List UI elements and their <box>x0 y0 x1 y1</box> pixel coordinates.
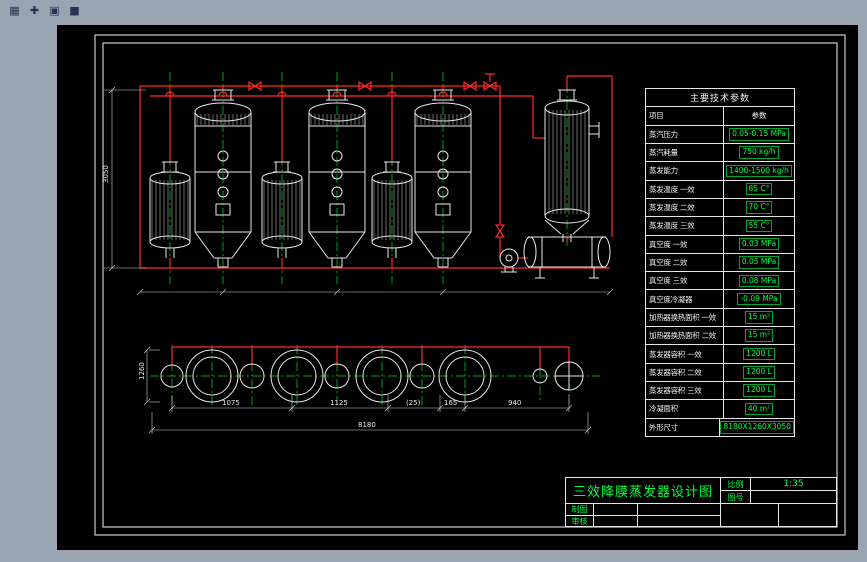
parameter-name: 加热器换热面积 一效 <box>646 308 724 327</box>
parameter-value: 85 C° <box>724 181 794 198</box>
parameter-name: 蒸发能力 <box>646 162 724 180</box>
parameter-name: 蒸发温度 二效 <box>646 198 724 217</box>
checker-date-cell <box>638 516 720 527</box>
receiver-tank <box>523 236 611 279</box>
title-block-empty-cell <box>778 504 836 527</box>
parameter-value: 1200 L <box>724 382 794 399</box>
parameter-value: 0.03 MPa <box>724 236 794 253</box>
table-header-row: 项目 参数 <box>646 106 794 125</box>
parameter-value: 40 m² <box>724 400 794 417</box>
valve-icon <box>495 224 505 238</box>
parameter-name: 外形尺寸 <box>646 418 721 436</box>
drawing-title: 三效降膜蒸发器设计图 <box>566 478 721 503</box>
parameter-name: 蒸汽压力 <box>646 125 724 143</box>
parameter-value: 55 C° <box>724 217 794 234</box>
parameter-name: 加热器换热面积 二效 <box>646 327 724 345</box>
dimension-label: 8180 <box>358 421 376 429</box>
dimension-label: 165 <box>444 399 457 407</box>
scale-label: 比例 <box>721 478 751 490</box>
dimension-label: 940 <box>508 399 521 407</box>
parameter-value: 0.05-0.15 MPa <box>724 126 794 143</box>
drafter-date-cell <box>638 504 720 515</box>
crosshair-icon[interactable]: ✚ <box>29 4 40 17</box>
title-block: 三效降膜蒸发器设计图 比例 1:35 图号 制图 审核 <box>565 477 837 527</box>
drawing-no-value <box>751 491 836 503</box>
parameter-value: 0.08 MPa <box>724 272 794 289</box>
parameter-value: 1400-1500 kg/h <box>724 162 794 179</box>
parameter-name: 蒸发器容积 二效 <box>646 363 724 381</box>
panel-icon[interactable]: ▣ <box>49 4 60 17</box>
parameter-name: 蒸发温度 三效 <box>646 217 724 235</box>
dimension-label: 3050 <box>102 165 110 183</box>
drawing-frame <box>94 34 846 536</box>
evaporator-2 <box>308 89 366 268</box>
parameter-value: 70 C° <box>724 199 794 216</box>
parameter-name: 蒸发温度 一效 <box>646 180 724 198</box>
column-header-value: 参数 <box>751 111 767 121</box>
parameter-name: 真空度 三效 <box>646 272 724 290</box>
parameter-value: 750 kg/h <box>724 144 794 161</box>
toolbar: ▦ ✚ ▣ ■ <box>7 3 82 18</box>
checker-value <box>594 516 638 527</box>
drafter-value <box>594 504 638 515</box>
dimension-lines <box>104 86 614 434</box>
parameter-value: 15 m² <box>724 327 794 344</box>
title-block-empty-cell <box>721 504 778 527</box>
parameter-name: 蒸发器容积 一效 <box>646 345 724 363</box>
column-header-item: 项目 <box>646 107 724 125</box>
parameter-name: 真空度冷凝器 <box>646 290 724 308</box>
parameter-name: 蒸发器容积 三效 <box>646 382 724 400</box>
scale-value: 1:35 <box>783 479 804 489</box>
table-row: 真空度冷凝器-0.09 MPa <box>646 289 794 308</box>
drafter-label: 制图 <box>566 504 594 515</box>
parameter-name: 真空度 二效 <box>646 253 724 272</box>
dimension-label: 1075 <box>222 399 240 407</box>
parameter-value: 0.05 MPa <box>724 254 794 271</box>
block-icon[interactable]: ■ <box>69 4 80 17</box>
parameter-name: 蒸汽耗量 <box>646 143 724 162</box>
process-piping <box>139 73 613 369</box>
parameter-value: 8180X1260X3050 <box>720 419 794 436</box>
parameter-value: 15 m² <box>724 309 794 326</box>
vacuum-pump <box>499 248 519 273</box>
condenser <box>544 89 600 242</box>
table-title-row: 主要技术参数 <box>646 89 794 106</box>
dimension-label: 1125 <box>330 399 348 407</box>
parameter-value: 1200 L <box>724 345 794 362</box>
checker-label: 审核 <box>566 516 594 527</box>
app-window-icon[interactable]: ▦ <box>9 4 20 17</box>
parameter-value: -0.09 MPa <box>724 290 794 307</box>
plan-view <box>160 349 584 403</box>
parameter-name: 冷凝面积 <box>646 400 724 418</box>
evaporator-3 <box>414 89 472 268</box>
parameter-name: 真空度 一效 <box>646 235 724 253</box>
drawing-no-label: 图号 <box>721 491 751 503</box>
dimension-label: 1260 <box>138 362 146 380</box>
dimension-label: (25) <box>406 399 421 407</box>
valve-icon <box>483 73 497 91</box>
table-title: 主要技术参数 <box>689 94 750 105</box>
evaporator-1 <box>194 89 252 268</box>
parameter-value: 1200 L <box>724 364 794 381</box>
